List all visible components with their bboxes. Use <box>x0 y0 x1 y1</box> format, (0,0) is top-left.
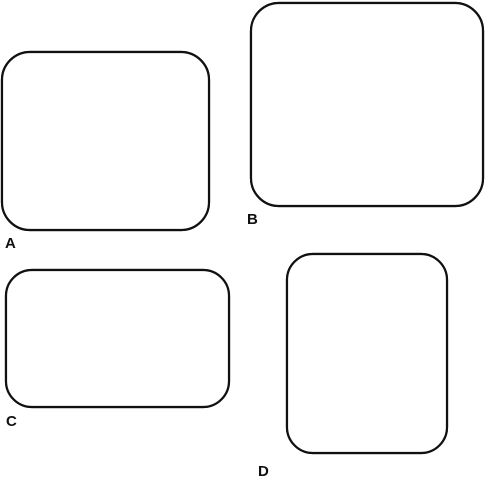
panel-b <box>249 1 485 208</box>
panel-label-c: C <box>6 413 17 430</box>
panel-a <box>0 50 211 232</box>
panel-label-b: B <box>247 211 258 228</box>
panel-c <box>4 268 231 409</box>
panel-label-d: D <box>258 463 269 480</box>
panel-d <box>285 252 449 455</box>
panel-label-a: A <box>5 235 16 252</box>
